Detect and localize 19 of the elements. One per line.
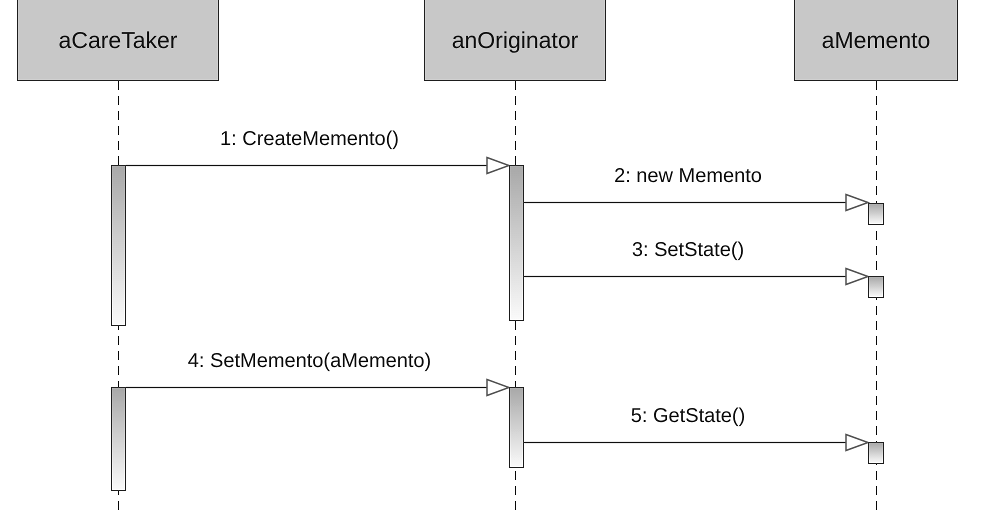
message-arrow	[524, 434, 869, 452]
message-label: 5: GetState()	[628, 405, 748, 428]
message-arrow	[126, 156, 510, 174]
object-box	[17, 0, 219, 81]
object-box	[424, 0, 606, 81]
activation-bar	[111, 387, 126, 491]
object-box	[794, 0, 958, 81]
activation-bar	[111, 165, 126, 326]
message-arrow	[524, 194, 869, 212]
activation-bar	[868, 203, 884, 225]
activation-bar	[868, 276, 884, 298]
activation-bar	[509, 165, 524, 321]
object-name: anOriginator	[452, 26, 578, 54]
message-arrow	[126, 378, 510, 396]
object-name: aMemento	[822, 26, 930, 54]
activation-bar	[868, 442, 884, 464]
object-name: aCareTaker	[58, 26, 178, 54]
activation-bar	[509, 387, 524, 468]
message-arrow	[524, 268, 869, 286]
